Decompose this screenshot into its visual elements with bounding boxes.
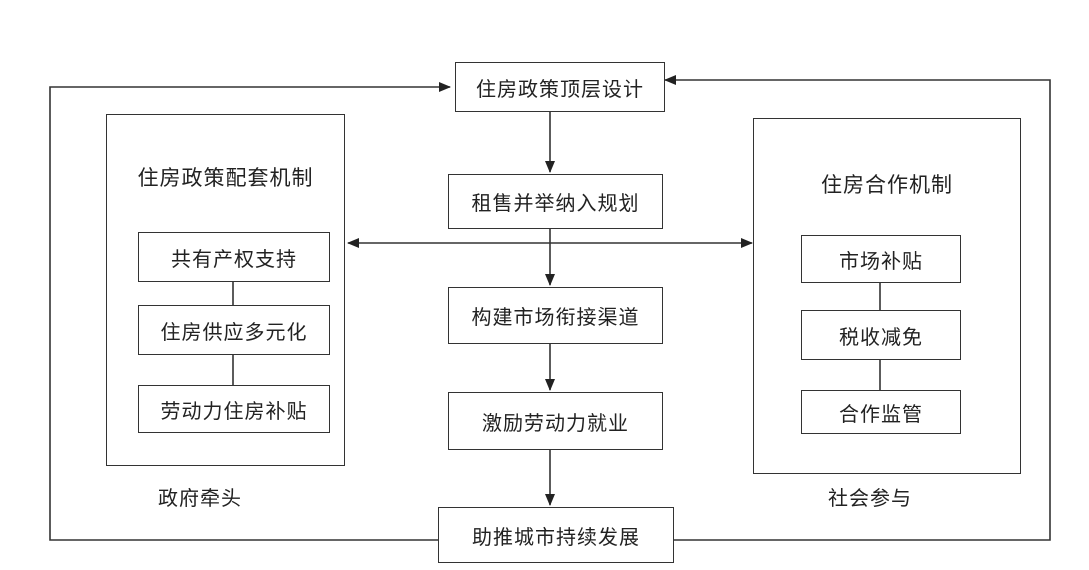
right-panel: 住房合作机制: [753, 118, 1021, 474]
node-market-channel: 构建市场衔接渠道: [448, 287, 663, 344]
right-feedback-loop: [664, 75, 1051, 541]
left-feedback-loop: [49, 82, 451, 541]
node-sustainable: 助推城市持续发展: [438, 507, 674, 563]
right-item-tax-relief: 税收减免: [801, 310, 961, 360]
node-top-design: 住房政策顶层设计: [455, 62, 665, 112]
right-panel-title: 住房合作机制: [821, 173, 953, 197]
left-item-labor-subsidy: 劳动力住房补贴: [138, 385, 330, 433]
node-employment: 激励劳动力就业: [448, 392, 663, 450]
node-rent-purchase: 租售并举纳入规划: [448, 174, 663, 229]
left-panel: 住房政策配套机制: [106, 114, 345, 466]
left-caption: 政府牵头: [158, 486, 242, 510]
right-item-cooperation-supervision: 合作监管: [801, 390, 961, 434]
left-item-housing-supply: 住房供应多元化: [138, 305, 330, 355]
left-panel-title: 住房政策配套机制: [137, 166, 314, 190]
right-caption: 社会参与: [828, 486, 912, 510]
left-item-shared-ownership: 共有产权支持: [138, 232, 330, 282]
right-item-market-subsidy: 市场补贴: [801, 235, 961, 283]
